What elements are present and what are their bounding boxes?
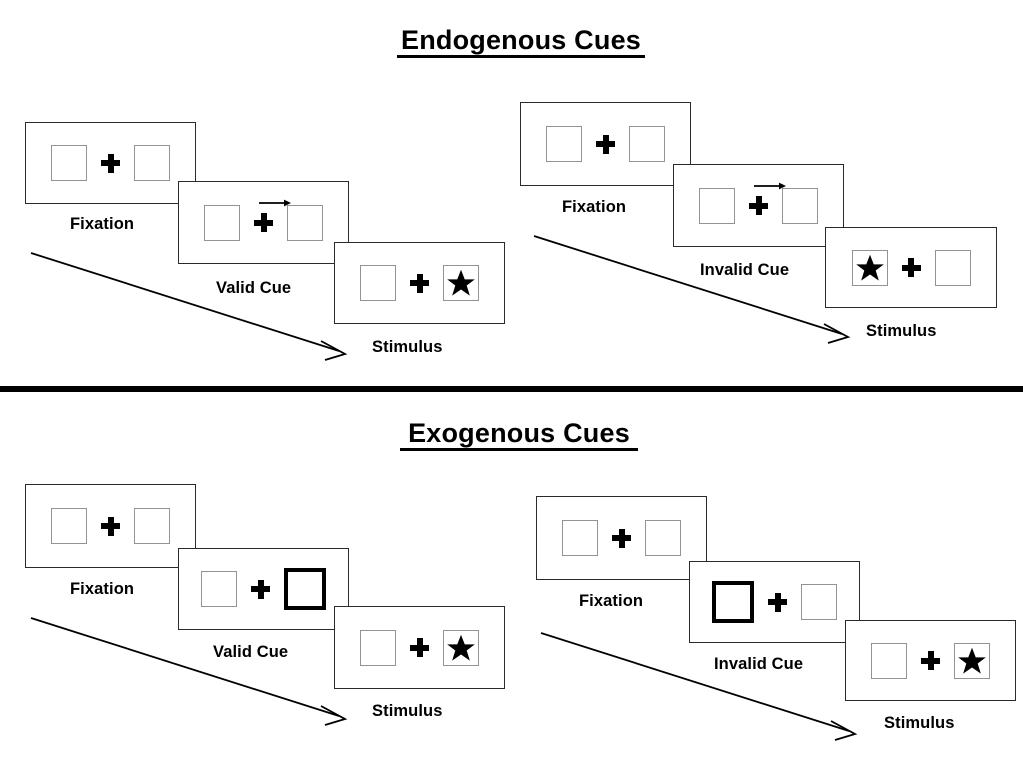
caption-exogenous-invalid-fixation: Fixation: [579, 592, 644, 610]
left-box: [360, 265, 396, 301]
diagonal-time-arrow-icon: [533, 235, 851, 344]
left-box: [546, 126, 582, 162]
plus-cross-icon: [101, 153, 120, 173]
display-content: [51, 145, 170, 181]
plus-cross-icon: [410, 273, 429, 293]
panel-exogenous-valid-cue: [178, 548, 349, 630]
panel-endogenous-valid-fixation: [25, 122, 196, 204]
plus-cross-icon: [768, 592, 787, 612]
panel-exogenous-valid-fixation: [25, 484, 196, 568]
plus-cross-icon: [101, 516, 120, 536]
star-icon: [447, 269, 475, 296]
left-box: [204, 204, 240, 241]
caption-exogenous-invalid-stimulus: Stimulus: [884, 714, 955, 732]
left-box: [562, 520, 598, 556]
panel-endogenous-invalid-fixation: [520, 102, 691, 186]
left-box: [871, 642, 907, 679]
caption-endogenous-valid-fixation: Fixation: [70, 215, 135, 233]
right-arrow-icon: [259, 199, 291, 207]
panel-exogenous-valid-stimulus: [334, 606, 505, 689]
display-content: [871, 642, 990, 679]
right-box: [782, 187, 818, 224]
display-content: [201, 568, 326, 610]
star-icon: [958, 647, 986, 674]
right-box: [134, 145, 170, 181]
display-content: [562, 520, 681, 556]
plus-cross-icon: [901, 258, 921, 277]
display-content: [51, 508, 170, 544]
display-content: [546, 126, 665, 162]
display-content: [360, 629, 479, 666]
plus-cross-icon: [596, 134, 615, 154]
caption-exogenous-valid-cue: Valid Cue: [213, 643, 289, 661]
plus-cross-icon: [251, 579, 270, 599]
caption-exogenous-valid-stimulus: Stimulus: [372, 702, 443, 720]
right-box: [134, 508, 170, 544]
left-box: [51, 145, 87, 181]
display-content: [851, 249, 971, 286]
caption-endogenous-valid-cue: Valid Cue: [216, 279, 292, 297]
caption-endogenous-valid-stimulus: Stimulus: [372, 338, 443, 356]
left-box: [851, 249, 888, 286]
diagonal-time-arrow-icon: [30, 617, 348, 726]
panel-endogenous-valid-stimulus: [334, 242, 505, 324]
panel-exogenous-invalid-stimulus: [845, 620, 1016, 701]
left-box: [699, 187, 735, 224]
caption-endogenous-invalid-stimulus: Stimulus: [866, 322, 937, 340]
display-content: [699, 182, 818, 224]
display-content: [360, 265, 479, 301]
caption-endogenous-invalid-fixation: Fixation: [562, 198, 627, 216]
section-title-endogenous: Endogenous Cues: [397, 26, 645, 59]
plus-cross-icon: [921, 651, 940, 670]
caption-exogenous-valid-fixation: Fixation: [70, 580, 135, 598]
right-box: [443, 265, 479, 301]
panel-endogenous-invalid-cue: [673, 164, 844, 247]
right-box: [287, 204, 323, 241]
plus-cross-icon: [749, 182, 786, 215]
caption-exogenous-invalid-cue: Invalid Cue: [714, 655, 804, 673]
plus-cross-icon: [254, 199, 291, 232]
right-box: [934, 249, 971, 286]
panel-endogenous-valid-cue: [178, 181, 349, 264]
section-divider: [0, 386, 1023, 392]
right-box-cued: [284, 568, 326, 610]
star-icon: [855, 254, 884, 281]
left-box-cued: [712, 581, 754, 623]
left-box: [51, 508, 87, 544]
right-box: [954, 642, 990, 679]
left-box: [201, 571, 237, 607]
right-arrow-icon: [754, 182, 786, 190]
star-icon: [447, 634, 475, 661]
right-box: [801, 584, 837, 620]
panel-exogenous-invalid-fixation: [536, 496, 707, 580]
diagonal-time-arrow-icon: [540, 632, 858, 741]
right-box: [645, 520, 681, 556]
plus-cross-icon: [410, 638, 429, 657]
plus-cross-icon: [612, 528, 631, 548]
right-box: [443, 629, 479, 666]
diagonal-time-arrow-icon: [30, 252, 348, 361]
section-title-exogenous: Exogenous Cues: [400, 419, 638, 452]
display-content: [204, 199, 323, 241]
display-content: [712, 581, 837, 623]
left-box: [360, 629, 396, 666]
right-box: [629, 126, 665, 162]
panel-endogenous-invalid-stimulus: [825, 227, 997, 308]
caption-endogenous-invalid-cue: Invalid Cue: [700, 261, 790, 279]
panel-exogenous-invalid-cue: [689, 561, 860, 643]
